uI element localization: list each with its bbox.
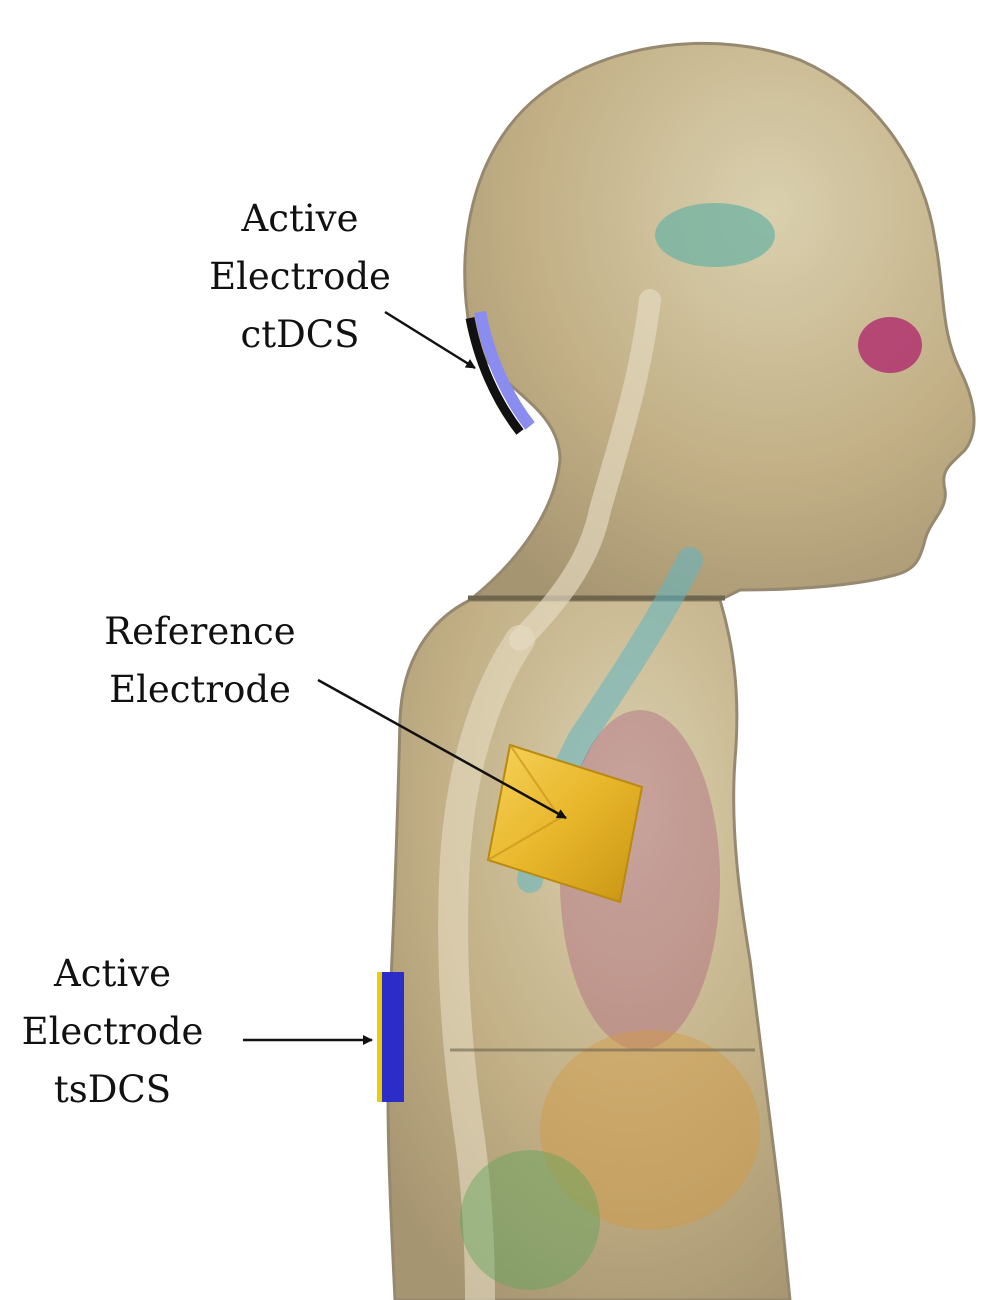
reference-electrode: [486, 743, 644, 904]
spine-cervical: [509, 289, 661, 651]
label-line: Electrode: [109, 668, 291, 711]
active-electrode-ctdcs: [465, 310, 535, 435]
head-neck-silhouette: [463, 41, 976, 602]
arrow-reference: [317, 678, 567, 820]
brain-structure: [655, 203, 775, 267]
label-reference-electrode: Reference Electrode: [70, 603, 330, 719]
spine-thoracic: [438, 625, 535, 1300]
label-line: ctDCS: [240, 313, 360, 356]
label-line: Reference: [104, 610, 296, 653]
label-line: Active: [241, 197, 359, 240]
label-active-electrode-tsdcs: Active Electrode tsDCS: [0, 945, 225, 1119]
label-line: Electrode: [21, 1010, 204, 1053]
label-line: Electrode: [209, 255, 391, 298]
label-active-electrode-ctdcs: Active Electrode ctDCS: [185, 190, 415, 364]
label-line: Active: [54, 952, 171, 995]
label-line: tsDCS: [53, 1068, 172, 1111]
active-electrode-tsdcs: [377, 972, 404, 1102]
body-model: [386, 41, 976, 1300]
eye-structure: [858, 317, 922, 373]
abdomen-organ: [540, 1030, 760, 1230]
arrow-ctdcs: [384, 310, 476, 370]
intestine-structure: [460, 1150, 600, 1290]
